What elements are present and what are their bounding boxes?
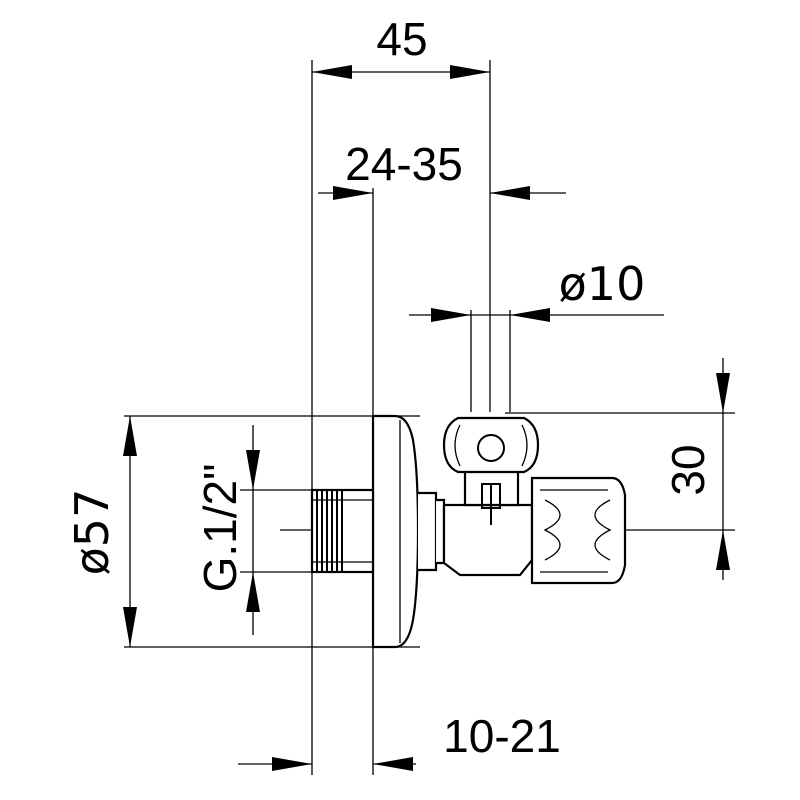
arrow-up	[716, 530, 730, 570]
arrow-up	[123, 416, 137, 456]
label-outlet-diameter: ø10	[559, 257, 646, 311]
rosette	[371, 414, 420, 649]
label-overall-depth: 45	[376, 13, 427, 65]
valve-housing	[442, 503, 534, 577]
compression-nut	[442, 416, 540, 474]
label-thread: G.1/2"	[194, 464, 246, 593]
valve-neck	[418, 491, 438, 572]
arrow-left	[490, 186, 530, 200]
arrow-right	[431, 308, 471, 322]
arrow-right	[333, 186, 373, 200]
cap-ridge	[543, 499, 561, 561]
label-wall-offset: 10-21	[443, 710, 561, 762]
nut-facet	[521, 424, 528, 467]
arrow-left	[510, 308, 550, 322]
arrow-left	[373, 757, 413, 771]
arrow-down	[123, 607, 137, 647]
arrow-up	[246, 572, 260, 612]
nut-facet	[454, 424, 461, 467]
arrow-down	[246, 450, 260, 490]
label-adjust-range: 24-35	[345, 138, 463, 190]
valve-neck-collar	[436, 498, 446, 565]
label-rosette-diameter: ø57	[65, 489, 119, 576]
arrow-right	[272, 757, 312, 771]
arrow-down	[716, 373, 730, 413]
dimension-labels: 45 24-35 ø10 30 ø57 G.1/2" 10-21	[65, 13, 714, 762]
nut-center	[477, 434, 505, 462]
dimension-lines	[123, 65, 730, 771]
cap-ridge	[594, 499, 612, 561]
arrow-left	[312, 65, 352, 79]
arrow-right	[450, 65, 490, 79]
valve-body	[310, 414, 627, 649]
label-outlet-height: 30	[662, 444, 714, 495]
cap-facet	[540, 489, 608, 573]
